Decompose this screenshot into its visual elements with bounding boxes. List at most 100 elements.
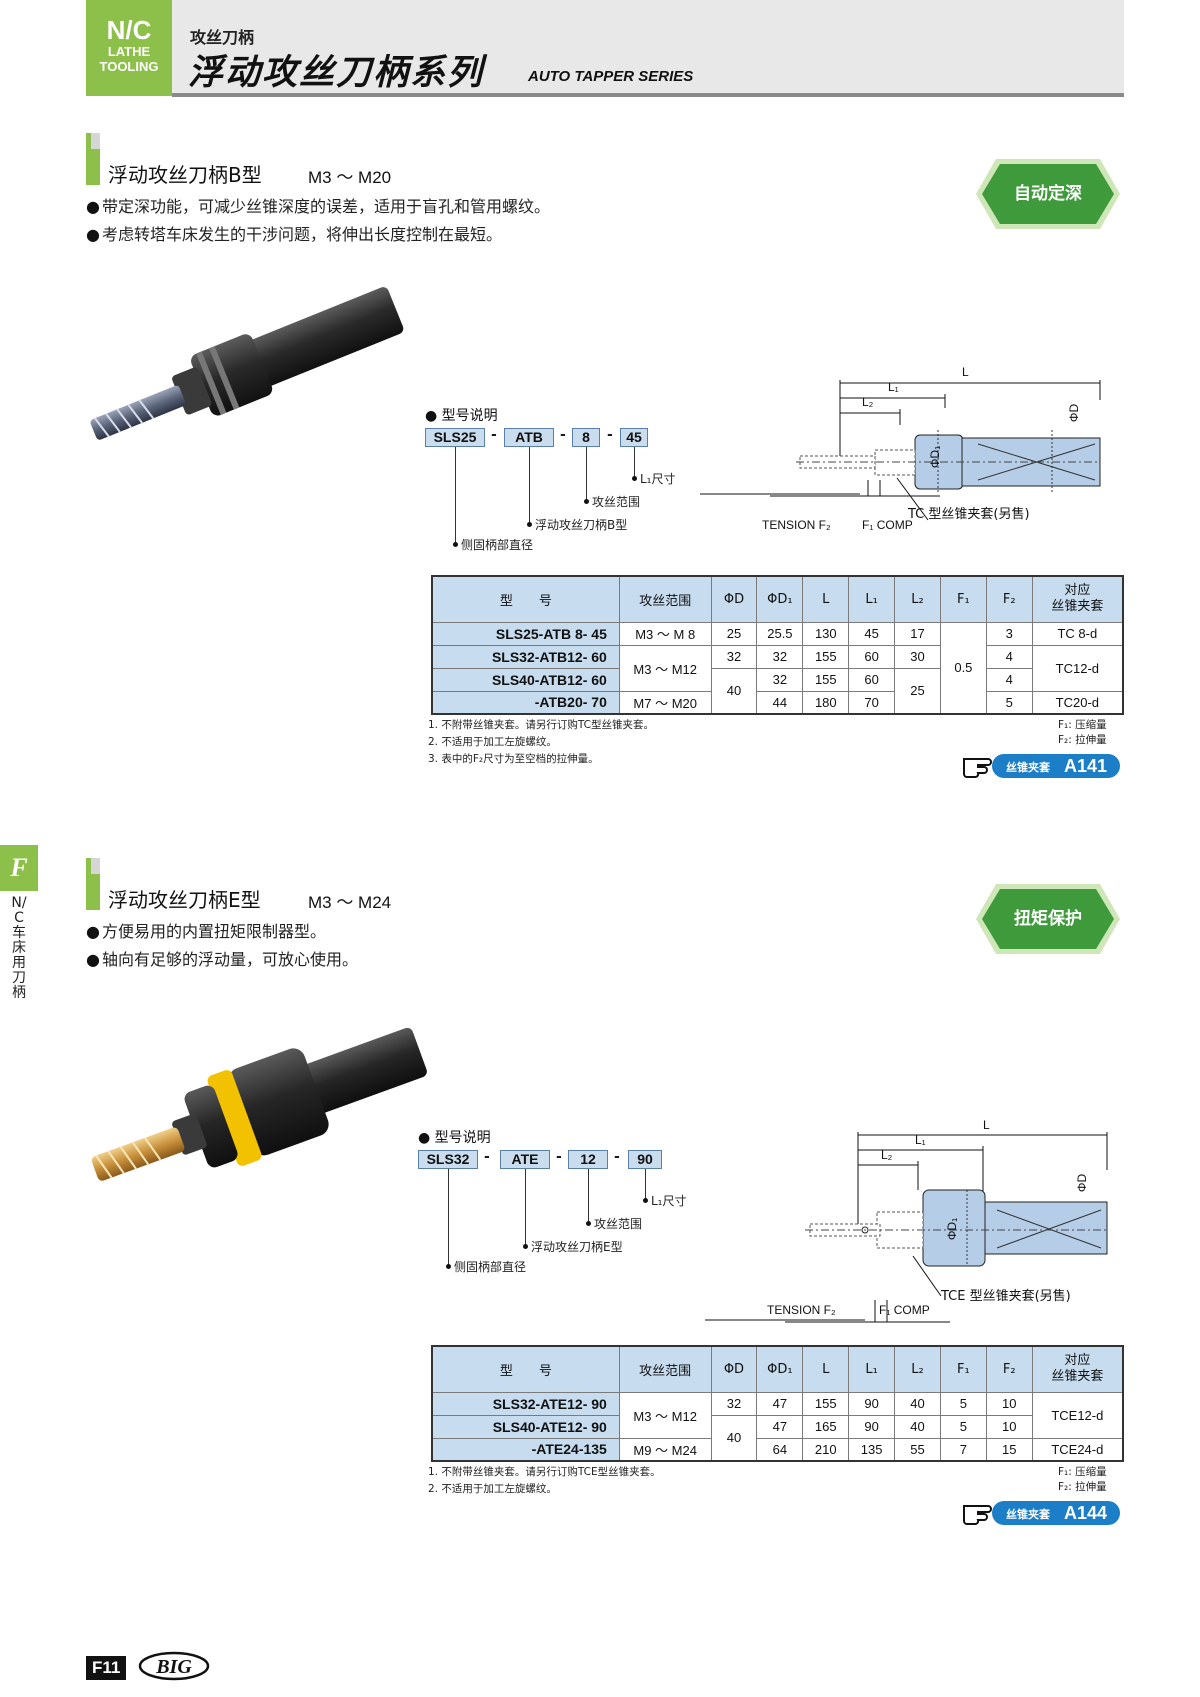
dim-L1: L₁ bbox=[888, 380, 899, 394]
cell-F2: 4 bbox=[985, 667, 1033, 692]
cell-F2: 4 bbox=[985, 644, 1033, 669]
cell-D: 40 bbox=[710, 667, 758, 715]
cell-collet: TC12-d bbox=[1031, 644, 1124, 692]
dim-L: L bbox=[962, 365, 969, 379]
label-holder-type: 浮动攻丝刀柄E型 bbox=[531, 1240, 623, 1254]
section-b-spec-table: 型 号 攻丝范围 ΦD ΦD₁ L L₁ L₂ F₁ F₂ 对应 丝锥夹套 SL… bbox=[431, 575, 1124, 715]
table-header-row: 型 号 攻丝范围 ΦD ΦD₁ L L₁ L₂ F₁ F₂ 对应 丝锥夹套 bbox=[431, 1345, 1124, 1393]
section-b-collet-reference[interactable]: 丝锥夹套 A141 bbox=[962, 753, 1122, 779]
section-e-title: 浮动攻丝刀柄E型 bbox=[108, 888, 261, 912]
cell-collet: TCE24-d bbox=[1031, 1437, 1124, 1462]
section-b-title: 浮动攻丝刀柄B型 bbox=[108, 163, 262, 187]
table-header-row: 型 号 攻丝范围 ΦD ΦD₁ L L₁ L₂ F₁ F₂ 对应 丝锥夹套 bbox=[431, 575, 1124, 623]
label-shank-diameter: 侧固柄部直径 bbox=[461, 538, 534, 552]
note: 3. 表中的F₂尺寸为至空档的拉伸量。 bbox=[428, 753, 599, 765]
cell-L2: 17 bbox=[894, 621, 941, 646]
product-photo-type-b bbox=[90, 287, 404, 440]
cell-D1: 47 bbox=[756, 1391, 804, 1416]
col-F2: F₂ bbox=[985, 1345, 1033, 1393]
cell-L: 210 bbox=[802, 1437, 850, 1462]
section-b-bullet-1: ●带定深功能，可减少丝锥深度的误差，适用于盲孔和管用螺纹。 bbox=[86, 197, 550, 216]
dim-L2: L₂ bbox=[881, 1148, 893, 1162]
cell-F2: 3 bbox=[985, 621, 1033, 646]
tension-label: TENSION F₂ bbox=[767, 1303, 836, 1317]
comp-label: F₁ COMP bbox=[879, 1303, 930, 1317]
label-shank-diameter: 侧固柄部直径 bbox=[454, 1260, 527, 1274]
col-L1: L₁ bbox=[848, 575, 896, 623]
collet-label: TCE 型丝锥夹套(另售) bbox=[941, 1289, 1071, 1304]
cell-collet: TC 8-d bbox=[1031, 621, 1124, 646]
section-b-bullet-2: ●考虑转塔车床发生的干涉问题，将伸出长度控制在最短。 bbox=[86, 225, 502, 244]
section-e-notes: 1. 不附带丝锥夹套。请另行订购TCE型丝锥夹套。 2. 不适用于加工左旋螺纹。 bbox=[428, 1464, 661, 1498]
col-L: L bbox=[802, 1345, 850, 1393]
col-L1: L₁ bbox=[848, 1345, 896, 1393]
reference-label: 丝锥夹套 bbox=[1006, 761, 1050, 774]
cell-range: M3 ～ M 8 bbox=[618, 621, 712, 646]
table-row: -ATE24-135 M9 ～ M24 64 210 135 55 7 15 T… bbox=[431, 1437, 1124, 1462]
header-english-title: AUTO TAPPER SERIES bbox=[528, 68, 694, 85]
note: 2. 不适用于加工左旋螺纹。 bbox=[428, 1483, 557, 1495]
reference-pill[interactable]: 丝锥夹套 A144 bbox=[992, 1501, 1120, 1525]
reference-label: 丝锥夹套 bbox=[1006, 1508, 1050, 1521]
cell-D1: 44 bbox=[756, 690, 804, 715]
category-tag-sub2: TOOLING bbox=[99, 59, 159, 74]
big-brand-logo: BIG bbox=[138, 1651, 210, 1681]
cell-D1: 64 bbox=[756, 1437, 804, 1462]
cell-F1: 5 bbox=[939, 1414, 987, 1439]
section-e-collet-reference[interactable]: 丝锥夹套 A144 bbox=[962, 1500, 1122, 1526]
model-code-l1: 45 bbox=[620, 428, 648, 447]
cell-D1: 32 bbox=[756, 667, 804, 692]
label-l1-size: L₁尺寸 bbox=[651, 1194, 687, 1208]
cell-L: 130 bbox=[802, 621, 850, 646]
cell-L: 155 bbox=[802, 667, 850, 692]
cell-L: 155 bbox=[802, 644, 850, 669]
cell-model: SLS32-ATB12- 60 bbox=[431, 644, 620, 669]
model-code-type: ATB bbox=[504, 428, 554, 447]
note: 1. 不附带丝锥夹套。请另行订购TC型丝锥夹套。 bbox=[428, 719, 654, 731]
dim-L1: L₁ bbox=[915, 1133, 926, 1147]
cell-range: M7 ～ M20 bbox=[618, 690, 712, 715]
cell-D: 32 bbox=[710, 644, 758, 669]
page-header: N/C LATHE TOOLING 攻丝刀柄 浮动攻丝刀柄系列 AUTO TAP… bbox=[86, 0, 1124, 100]
col-L2: L₂ bbox=[894, 1345, 941, 1393]
cell-D1: 47 bbox=[756, 1414, 804, 1439]
cell-L1: 70 bbox=[848, 690, 896, 715]
col-D: ΦD bbox=[710, 575, 758, 623]
category-tag-main: N/C bbox=[106, 15, 152, 45]
dim-L: L bbox=[983, 1118, 990, 1132]
cell-collet: TC20-d bbox=[1031, 690, 1124, 715]
comp-label: F₁ COMP bbox=[862, 518, 913, 532]
cell-F2: 10 bbox=[985, 1391, 1033, 1416]
cell-F1: 7 bbox=[939, 1437, 987, 1462]
col-L: L bbox=[802, 575, 850, 623]
col-L2: L₂ bbox=[894, 575, 941, 623]
table-row: -ATB20- 70 M7 ～ M20 44 180 70 5 TC20-d bbox=[431, 690, 1124, 715]
dim-D1: ΦD₁ bbox=[945, 1217, 960, 1241]
dim-D: ΦD bbox=[1067, 403, 1082, 423]
col-D: ΦD bbox=[710, 1345, 758, 1393]
col-collet: 对应 丝锥夹套 bbox=[1031, 575, 1124, 623]
col-model: 型 号 bbox=[431, 1345, 620, 1393]
legend-f2: F₂: 拉伸量 bbox=[1058, 734, 1107, 746]
cell-D: 25 bbox=[710, 621, 758, 646]
page-number: F11 bbox=[86, 1656, 127, 1680]
pointing-hand-icon bbox=[963, 1505, 992, 1525]
model-code-range: 8 bbox=[572, 428, 600, 447]
table-row: SLS32-ATB12- 60 M3 ～ M12 32 32 155 60 30… bbox=[431, 644, 1124, 692]
col-F2: F₂ bbox=[985, 575, 1033, 623]
cell-F1: 5 bbox=[939, 1391, 987, 1416]
cell-model: SLS32-ATE12- 90 bbox=[431, 1391, 620, 1416]
section-e-spec-table: 型 号 攻丝范围 ΦD ΦD₁ L L₁ L₂ F₁ F₂ 对应 丝锥夹套 SL… bbox=[431, 1345, 1124, 1462]
category-tag: N/C LATHE TOOLING bbox=[86, 0, 172, 96]
cell-D1: 32 bbox=[756, 644, 804, 669]
note: 1. 不附带丝锥夹套。请另行订购TCE型丝锥夹套。 bbox=[428, 1466, 661, 1478]
cell-L2: 40 bbox=[894, 1391, 941, 1416]
section-b-marker bbox=[86, 133, 100, 185]
reference-pill[interactable]: 丝锥夹套 A141 bbox=[992, 754, 1120, 778]
section-e-f-legend: F₁: 压缩量 F₂: 拉伸量 bbox=[1058, 1465, 1107, 1495]
cell-range: M3 ～ M12 bbox=[618, 1391, 712, 1439]
col-range: 攻丝范围 bbox=[618, 1345, 712, 1393]
section-b-dimension-drawing: L L₁ L₂ ΦD ΦD₁ TC 型丝锥夹套(另售) TENSION F₂ F… bbox=[700, 360, 1120, 550]
cell-L1: 60 bbox=[848, 644, 896, 669]
label-l1-size: L₁尺寸 bbox=[640, 472, 676, 486]
